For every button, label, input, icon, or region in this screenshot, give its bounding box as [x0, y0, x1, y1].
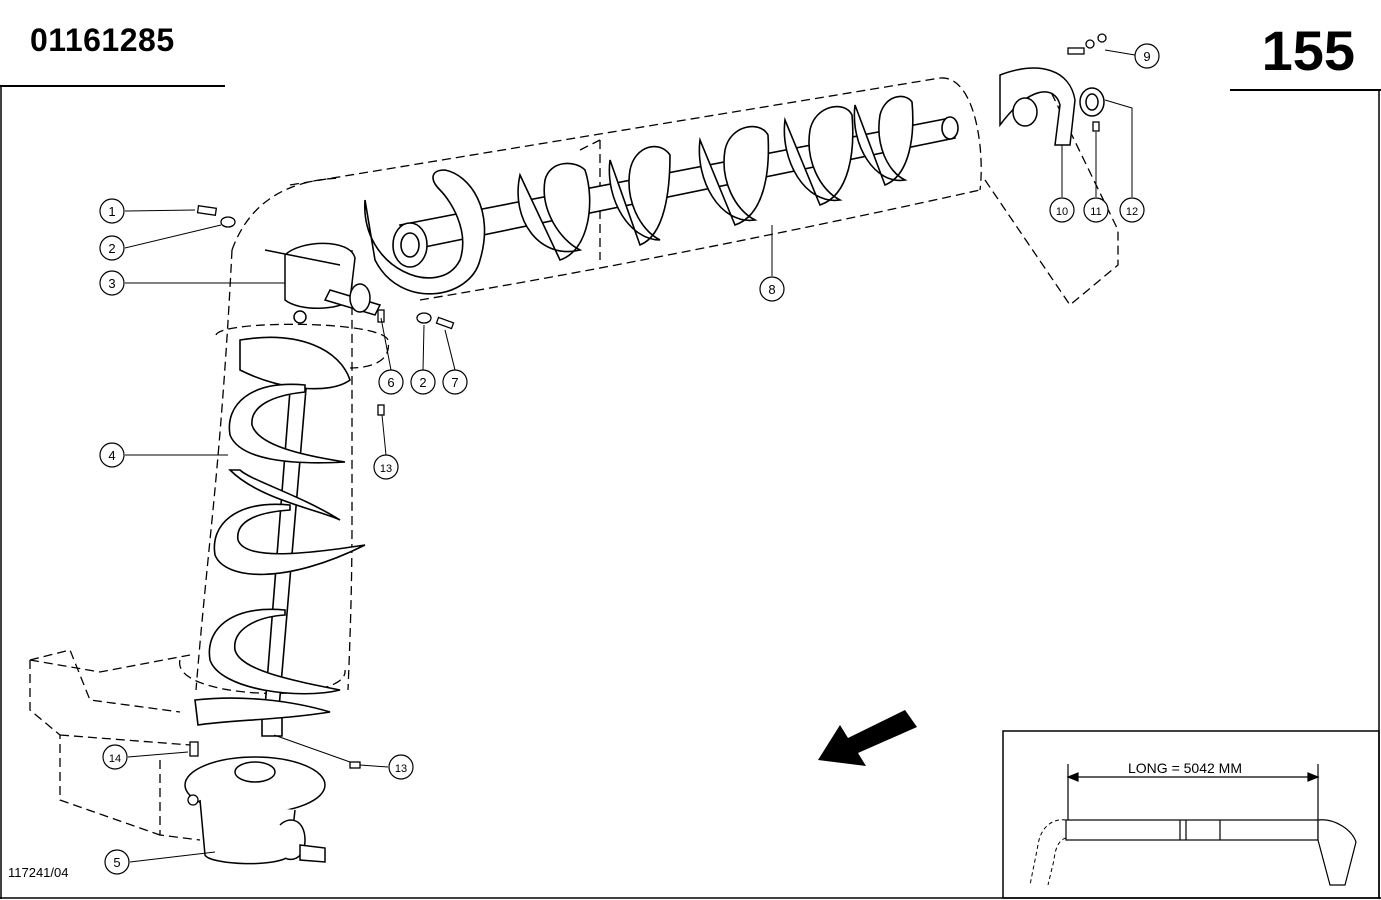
page-number: 155: [1261, 19, 1355, 82]
end-plate-part-10: [999, 67, 1076, 146]
inset-vertical-housing: [1029, 819, 1067, 886]
svg-text:6: 6: [387, 375, 394, 390]
callout-4: 4: [99, 442, 125, 468]
callout-8: 8: [759, 276, 785, 302]
svg-text:2: 2: [108, 241, 115, 256]
lower-gearbox-part-5: [184, 756, 326, 865]
horizontal-housing-outline: [289, 77, 1119, 306]
callout-7: 7: [442, 369, 468, 395]
svg-text:14: 14: [109, 753, 121, 765]
vertical-housing-outline: [179, 177, 390, 695]
svg-text:11: 11: [1090, 206, 1101, 218]
callout-14: 14: [102, 744, 128, 770]
callout-1: 1: [99, 198, 125, 224]
callout-2b: 2: [410, 369, 436, 395]
vertical-auger-flights: [194, 336, 366, 726]
svg-text:12: 12: [1126, 206, 1138, 218]
drawing-reference: 117241/04: [8, 865, 69, 880]
svg-text:3: 3: [108, 276, 115, 291]
svg-text:13: 13: [380, 463, 392, 475]
direction-arrow: [818, 710, 917, 766]
inset-box: [1002, 730, 1380, 899]
svg-text:5: 5: [113, 855, 120, 870]
callout-2: 2: [99, 235, 125, 261]
callout-11: 11: [1083, 197, 1109, 223]
callout-9: 9: [1134, 43, 1160, 69]
inset-dimension-line: [1066, 764, 1320, 822]
svg-text:9: 9: [1143, 49, 1150, 64]
callout-6: 6: [378, 369, 404, 395]
horizontal-auger-flights: [364, 95, 914, 295]
horizontal-auger-hub: [392, 222, 428, 268]
svg-text:7: 7: [451, 375, 458, 390]
inset-dimension-label: LONG = 5042 MM: [1128, 760, 1242, 776]
svg-text:13: 13: [395, 763, 407, 775]
svg-text:2: 2: [419, 375, 426, 390]
inset-auger-silhouette: [1065, 819, 1357, 886]
elbow-gearbox-part-3: [264, 242, 382, 324]
callout-3: 3: [99, 270, 125, 296]
base-hopper-outline: [29, 649, 201, 841]
callout-5: 5: [104, 849, 130, 875]
callout-10: 10: [1049, 197, 1075, 223]
svg-text:8: 8: [768, 282, 775, 297]
header-rules: [0, 85, 1381, 91]
svg-text:4: 4: [108, 448, 115, 463]
bearing-part-12: [1079, 87, 1105, 117]
svg-text:1: 1: [108, 204, 115, 219]
callout-13-upper: 13: [373, 454, 399, 480]
part-number-title: 01161285: [30, 22, 175, 58]
leader-lines: [124, 49, 1136, 863]
svg-text:10: 10: [1056, 206, 1068, 218]
callout-13-lower: 13: [388, 754, 414, 780]
callout-12: 12: [1119, 197, 1145, 223]
